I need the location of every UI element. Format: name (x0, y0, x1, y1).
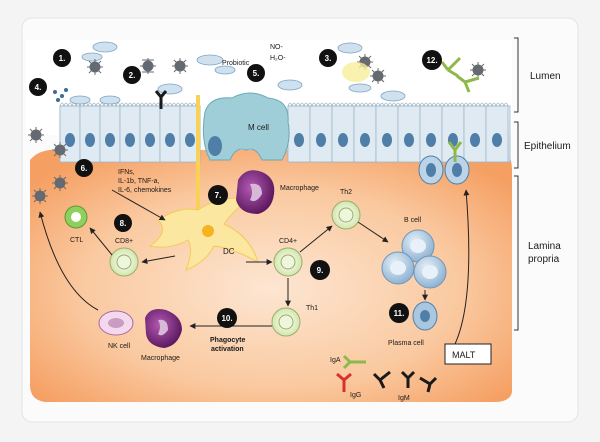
malt-box (444, 343, 492, 365)
label-iga: IgA (330, 357, 341, 364)
cell-ctl (64, 205, 88, 229)
region-brackets (514, 37, 519, 331)
step-1: 1. (59, 54, 66, 63)
m-cell-label: M cell (248, 123, 269, 132)
label-b-cell: B cell (404, 217, 422, 224)
region-lumen: Lumen (530, 71, 561, 82)
receptor-step2 (154, 90, 168, 109)
virus-particles (28, 54, 486, 204)
step-badge-11 (389, 303, 409, 323)
label-ifn-2: IL-1b, TNF-a, (118, 178, 160, 185)
step-11: 11. (394, 309, 405, 318)
step-7: 7. (215, 191, 222, 200)
label-probiotic: Probiotic (222, 60, 250, 67)
step-2: 2. (129, 71, 136, 80)
m-cell-nucleus (208, 136, 222, 156)
label-phagocyte-1: Phagocyte (210, 337, 246, 344)
step-badge-2 (123, 66, 141, 84)
step-4: 4. (35, 83, 42, 92)
label-no: NO- (270, 44, 284, 51)
cell-th2 (331, 200, 361, 230)
cell-th1 (271, 307, 301, 337)
flow-arrows (38, 189, 470, 345)
antibody-iga (342, 354, 366, 370)
nk-cell (98, 310, 134, 336)
label-macrophage-bottom: Macrophage (141, 355, 180, 362)
cell-cd8 (109, 247, 139, 277)
label-ctl: CTL (70, 237, 83, 244)
step-badge-4 (29, 78, 47, 96)
step-3: 3. (325, 54, 332, 63)
label-phagocyte-2: activation (211, 346, 244, 353)
cells-b (381, 229, 447, 289)
label-cd8: CD8+ (115, 238, 133, 245)
probiotic-bacteria (69, 41, 406, 105)
label-malt: MALT (452, 350, 476, 360)
step-badges (29, 49, 442, 328)
label-nk-cell: NK cell (108, 343, 131, 350)
region-lamina-1: Lamina (528, 241, 561, 252)
label-h2o: H₂O- (270, 55, 286, 62)
label-igm: IgM (398, 395, 410, 402)
step-6: 6. (81, 164, 88, 173)
step-badge-12 (422, 50, 442, 70)
step-12: 12. (426, 56, 437, 65)
step-8: 8. (120, 219, 127, 228)
cell-cd4 (273, 247, 303, 277)
macrophage-bottom (145, 309, 182, 348)
glow-step3 (342, 62, 370, 82)
region-lamina-2: propria (528, 254, 560, 265)
antibodies-step12 (440, 56, 480, 93)
label-igg: IgG (350, 392, 361, 399)
region-epithelium: Epithelium (524, 141, 571, 152)
macrophage-top (236, 170, 275, 214)
step-badge-8 (114, 214, 132, 232)
step-badge-10 (217, 308, 237, 328)
step-9: 9. (317, 266, 324, 275)
label-th2: Th2 (340, 189, 352, 196)
label-ifn-1: IFNs, (118, 169, 135, 176)
step-badge-5 (247, 64, 265, 82)
step-5: 5. (253, 69, 260, 78)
epithelial-igA-cells (418, 141, 470, 185)
m-cell (202, 92, 290, 161)
antibody-igm (372, 370, 438, 393)
label-macrophage-top: Macrophage (280, 185, 319, 192)
plasma-cell (412, 301, 438, 331)
step-badge-1 (53, 49, 71, 67)
epithelium (59, 102, 511, 163)
step-badge-7 (208, 185, 228, 205)
step-badge-3 (319, 49, 337, 67)
label-cd4: CD4+ (279, 238, 297, 245)
label-plasma-cell: Plasma cell (388, 340, 424, 347)
step-badge-6 (75, 159, 93, 177)
label-th1: Th1 (306, 305, 318, 312)
step-badge-9 (310, 260, 330, 280)
label-ifn-3: IL-6, chemokines (118, 187, 172, 194)
label-dc: DC (223, 247, 235, 256)
antibody-igg (336, 372, 352, 392)
particles-step4 (53, 88, 68, 102)
step-10: 10. (221, 314, 232, 323)
